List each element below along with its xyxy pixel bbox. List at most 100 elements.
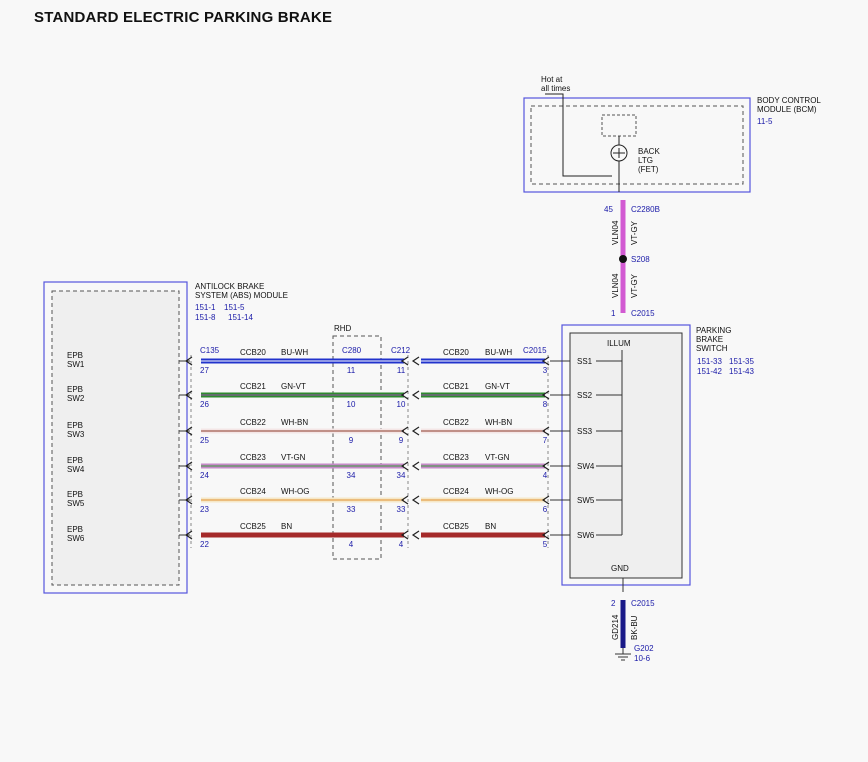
c280-pin-number: 33 (347, 505, 356, 514)
switch-pin-number: 5 (543, 540, 548, 549)
switch-pin-number: 6 (543, 505, 548, 514)
abs-ref-link: 151-1 (195, 303, 216, 312)
abs-connector-label: C135 (200, 346, 220, 355)
c212-connector-arrow (411, 426, 420, 436)
switch-ref-link: 151-33 (697, 357, 722, 366)
switch-name-label: PARKING (696, 326, 731, 335)
wire-color-label: WH-OG (281, 487, 309, 496)
c212-connector-arrow (400, 495, 409, 505)
circuit-label: VLN04 (611, 220, 620, 245)
abs-input-label: SW2 (67, 394, 85, 403)
c212-connector-arrow (400, 356, 409, 366)
bcm-inner-dashed-box (530, 105, 744, 185)
switch-pin-label: SS3 (577, 427, 593, 436)
c212-pin-number: 10 (397, 400, 406, 409)
switch-pin-number: 3 (543, 366, 548, 375)
bcm-name-label: BODY CONTROL (757, 96, 821, 105)
abs-input-label: EPB (67, 421, 83, 430)
abs-input-label: EPB (67, 456, 83, 465)
circuit-label: CCB25 (240, 522, 266, 531)
switch-connector-arrow (541, 495, 550, 505)
wire-color-label: BU-WH (281, 348, 308, 357)
wire-color-label: GN-VT (281, 382, 306, 391)
abs-pin-number: 22 (200, 540, 209, 549)
wire-color-label: VT-GN (281, 453, 306, 462)
wire-color-label: BU-WH (485, 348, 512, 357)
wire-color-label: WH-BN (485, 418, 512, 427)
abs-ref-link: 151-14 (228, 313, 253, 322)
abs-connector-arrow (184, 461, 193, 471)
power-feed-line (545, 93, 612, 177)
c212-connector-arrow (411, 356, 420, 366)
abs-pin-number: 26 (200, 400, 209, 409)
c212-connector-arrow (400, 461, 409, 471)
fet-label: LTG (638, 156, 653, 165)
illum-label: ILLUM (607, 339, 631, 348)
switch-pin-number: 7 (543, 436, 548, 445)
abs-connector-arrow (184, 426, 193, 436)
abs-input-label: EPB (67, 351, 83, 360)
rhd-connector-box (332, 335, 382, 560)
abs-input-label: SW4 (67, 465, 85, 474)
switch-connector-arrow (541, 390, 550, 400)
splice-label: S208 (631, 255, 650, 264)
c212-pin-number: 11 (397, 366, 406, 375)
wire-color-label: WH-BN (281, 418, 308, 427)
switch-ref-link: 151-35 (729, 357, 754, 366)
abs-connector-arrow (184, 356, 193, 366)
circuit-label: CCB21 (240, 382, 266, 391)
abs-pin-number: 25 (200, 436, 209, 445)
abs-connector-arrow (184, 390, 193, 400)
wire-color-label: WH-OG (485, 487, 513, 496)
wire-color-label: VT-GY (630, 220, 639, 245)
c280-pin-number: 11 (347, 366, 356, 375)
abs-pin-number: 23 (200, 505, 209, 514)
hot-at-all-times-label: Hot at (541, 75, 563, 84)
bcm-connector-label: C2280B (631, 205, 660, 214)
switch-pin-label: SW6 (577, 531, 595, 540)
switch-connector-label: C2015 (631, 309, 655, 318)
abs-ref-link: 151-5 (224, 303, 245, 312)
circuit-label: CCB23 (240, 453, 266, 462)
wire-color-label: BK-BU (630, 615, 639, 640)
wire-color-label: VT-GY (630, 273, 639, 298)
switch-connector-arrow (541, 426, 550, 436)
gnd-pin-number: 2 (611, 599, 616, 608)
gnd-label: GND (611, 564, 629, 573)
switch-ref-link: 151-42 (697, 367, 722, 376)
switch-connector-arrow (541, 530, 550, 540)
c212-pin-number: 34 (397, 471, 406, 480)
circuit-label: CCB20 (443, 348, 469, 357)
wire-color-label: BN (281, 522, 292, 531)
switch-connector-arrow (541, 461, 550, 471)
switch-name-label: SWITCH (696, 344, 728, 353)
splice-dot (619, 255, 627, 263)
c280-pin-number: 4 (349, 540, 354, 549)
c212-pin-number: 33 (397, 505, 406, 514)
switch-connector-arrow (541, 356, 550, 366)
abs-input-label: SW5 (67, 499, 85, 508)
ground-ref-link: 10-6 (634, 654, 651, 663)
abs-inner-dashed-box (51, 290, 180, 586)
hot-at-all-times-label: all times (541, 84, 570, 93)
circuit-label: GD214 (611, 614, 620, 640)
abs-connector-arrow (184, 530, 193, 540)
abs-input-label: EPB (67, 525, 83, 534)
c280-pin-number: 10 (347, 400, 356, 409)
c212-connector-label: C212 (391, 346, 411, 355)
c212-pin-number: 4 (399, 540, 404, 549)
switch-pin-label: SS1 (577, 357, 593, 366)
c212-connector-arrow (400, 390, 409, 400)
switch-pin-label: SW5 (577, 496, 595, 505)
switch-pin-number: 4 (543, 471, 548, 480)
switch-module-box (561, 324, 691, 586)
switch-pin-label: SW4 (577, 462, 595, 471)
wire-color-label: VT-GN (485, 453, 510, 462)
abs-module-box (43, 281, 188, 594)
abs-input-label: EPB (67, 490, 83, 499)
c212-connector-arrow (411, 530, 420, 540)
abs-name-label: ANTILOCK BRAKE (195, 282, 264, 291)
circuit-label: CCB22 (443, 418, 469, 427)
abs-input-label: EPB (67, 385, 83, 394)
